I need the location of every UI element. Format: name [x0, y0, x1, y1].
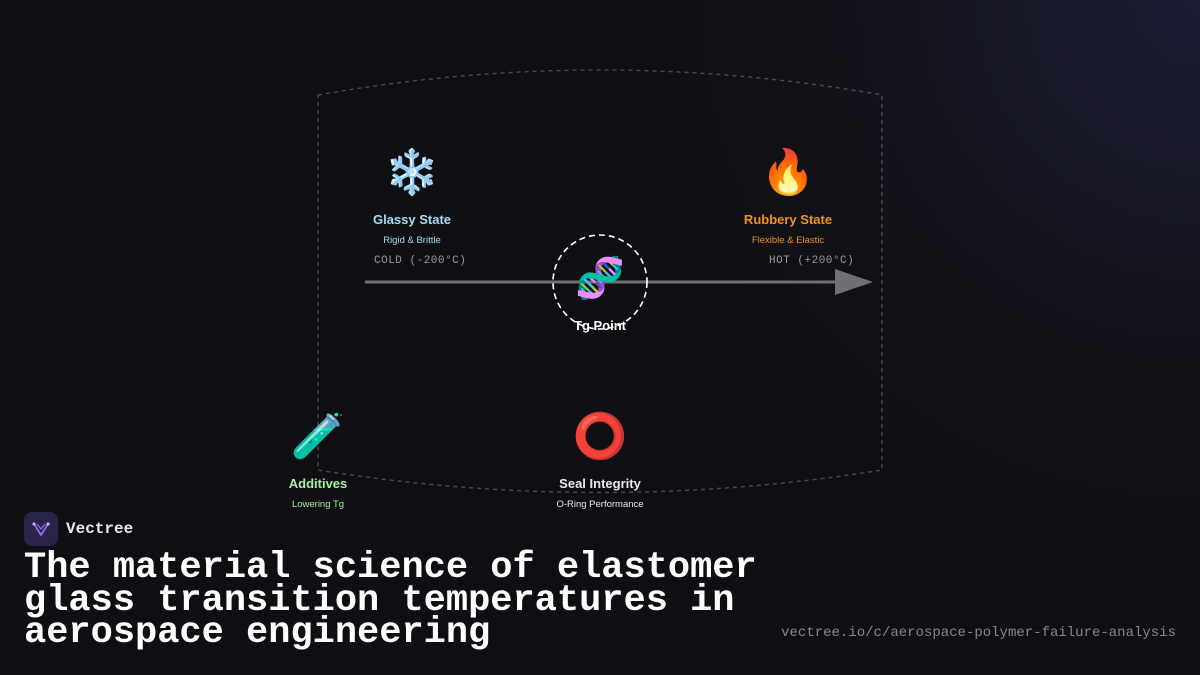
glassy-state-subtitle: Rigid & Brittle	[383, 235, 441, 246]
glassy-state-title: Glassy State	[372, 212, 452, 227]
vectree-logo-icon	[24, 512, 58, 546]
seal-integrity-title: Seal Integrity	[559, 476, 641, 491]
test-tube-icon: 🧪	[290, 411, 346, 462]
source-url[interactable]: vectree.io/c/aerospace-polymer-failure-a…	[781, 625, 1176, 641]
rubbery-state-subtitle: Flexible & Elastic	[751, 235, 825, 246]
fire-icon: 🔥	[760, 147, 816, 198]
dna-icon: 🧬	[575, 255, 625, 302]
brand[interactable]: Vectree	[24, 512, 133, 546]
additives-node: 🧪 Additives Lowering Tg	[288, 411, 348, 511]
brand-name: Vectree	[66, 520, 134, 538]
tg-point-label: Tg Point	[574, 318, 626, 333]
snowflake-icon: ❄️	[384, 147, 440, 198]
page-title: The material science of elastomer glass …	[24, 547, 757, 654]
rubbery-state-title: Rubbery State	[743, 212, 833, 227]
tg-circle	[552, 234, 648, 330]
seal-integrity-subtitle: O-Ring Performance	[556, 499, 644, 510]
additives-title: Additives	[288, 476, 348, 491]
cold-temp-label: COLD (-200°C)	[374, 255, 467, 267]
additives-subtitle: Lowering Tg	[291, 499, 345, 510]
ring-icon: ⭕	[572, 411, 628, 462]
background-glow	[680, 0, 1200, 520]
hot-temp-label: HOT (+200°C)	[769, 255, 855, 267]
rubbery-state-node: 🔥 Rubbery State Flexible & Elastic	[743, 147, 833, 247]
seal-integrity-node: ⭕ Seal Integrity O-Ring Performance	[556, 411, 644, 511]
glassy-state-node: ❄️ Glassy State Rigid & Brittle	[372, 147, 452, 247]
axis-arrowhead	[835, 269, 873, 295]
